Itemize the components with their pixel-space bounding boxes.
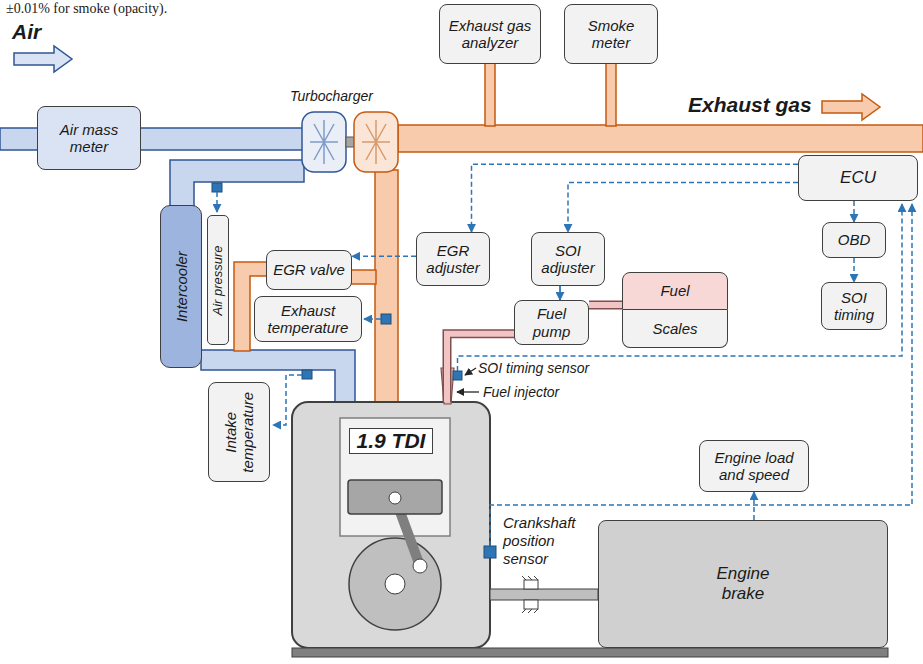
crank-pin — [413, 559, 427, 573]
bearing-hatch — [522, 576, 538, 613]
intercooler-box: Intercooler — [160, 205, 202, 368]
piston — [348, 480, 442, 514]
leader-arrow — [465, 368, 476, 375]
label-position: Crankshaft position sensor — [503, 514, 595, 568]
crank-journal — [385, 574, 405, 594]
annotation-label: Fuel injector — [483, 384, 559, 400]
box-label: Engine brake — [708, 564, 778, 603]
label-position: Exhaust gas — [688, 93, 812, 117]
instrument-box: OBD — [822, 222, 886, 258]
instrument-box: Engine load and speed — [699, 440, 809, 492]
signal-connector — [853, 201, 855, 222]
box-label: SOI timing — [827, 289, 881, 324]
signal-line — [364, 318, 381, 320]
test-bed-base — [292, 648, 888, 657]
box-label: EGR adjuster — [422, 242, 484, 277]
instrument-box: Exhaust temperature — [254, 296, 362, 342]
instrument-box: EGR adjuster — [416, 232, 490, 286]
box-label: Exhaust gas analyzer — [445, 17, 535, 52]
instrument-box: ECU — [798, 155, 918, 201]
box-label: Intercooler — [172, 210, 189, 363]
signal-connector — [568, 183, 798, 232]
annotation-label: Air — [12, 20, 41, 44]
cylinder-liner — [340, 418, 450, 536]
sensor — [484, 546, 496, 558]
exhaust-manifold-pipe — [375, 170, 398, 403]
box-label: EGR valve — [273, 261, 345, 278]
box-label: SOI adjuster — [537, 242, 599, 277]
signal-line — [458, 204, 903, 371]
crank-disc — [349, 538, 441, 630]
bearing — [524, 600, 538, 609]
fuel-line — [589, 302, 622, 308]
box-label: Intake temperature — [222, 387, 257, 477]
signal-connector — [853, 258, 855, 282]
annotation-label: Crankshaft position sensor — [503, 514, 595, 568]
instrument-box: EGR valve — [266, 250, 352, 290]
bearing — [524, 580, 538, 589]
leader-arrow — [457, 391, 479, 392]
sample-line — [485, 62, 495, 126]
engine-block: 1.9 TDI — [292, 402, 490, 648]
box-label: Exhaust temperature — [260, 302, 356, 337]
piston-pin — [389, 492, 401, 504]
annotation-label: Turbocharger — [290, 88, 373, 104]
box-label: Fuel pump — [520, 305, 583, 340]
engine-block — [292, 402, 490, 648]
signal-connector — [352, 256, 416, 258]
box-label: Air pressure — [211, 220, 226, 340]
sample-line — [606, 62, 616, 126]
label-position: Turbocharger — [290, 88, 373, 104]
turbine-housing — [354, 112, 398, 172]
turbine-wheel — [362, 120, 390, 164]
signal-line — [273, 375, 302, 425]
box-label: Air mass meter — [43, 121, 135, 156]
instrument-box: Smoke meter — [564, 4, 658, 64]
instrument-box: SOI adjuster — [531, 232, 605, 286]
charge-air-pipe — [170, 160, 304, 206]
drive-shaft — [490, 589, 598, 600]
egr-pipe — [350, 270, 376, 284]
label-position: ±0.01% for smoke (opacity). — [6, 1, 167, 17]
signal-connector — [472, 164, 799, 232]
label-position: Air — [12, 20, 41, 44]
instrument-box: Air mass meter — [37, 106, 141, 170]
box-label: OBD — [838, 231, 871, 248]
air-inlet-arrow — [14, 46, 72, 72]
compressor-wheel — [310, 120, 338, 164]
sensor — [453, 371, 462, 380]
instrument-box: Scales — [622, 310, 728, 348]
fuel-line-outline — [589, 301, 622, 310]
label-position: SOI timing sensor — [478, 360, 589, 376]
engine-brake-box: Engine brake — [598, 520, 888, 648]
box-label: Scales — [652, 320, 697, 337]
sensor — [381, 314, 391, 324]
instrument-box: Air pressure — [207, 215, 229, 345]
annotation-label: Exhaust gas — [688, 93, 812, 117]
box-label: Smoke meter — [570, 17, 652, 52]
instrument-box: Fuel pump — [514, 300, 589, 345]
signal-connector — [753, 492, 755, 520]
box-label: Engine load and speed — [705, 449, 803, 484]
signal-line — [216, 192, 218, 212]
signal-connector — [559, 286, 561, 300]
box-label: 1.9 TDI — [349, 428, 434, 454]
instrument-box: Exhaust gas analyzer — [439, 4, 541, 64]
sensor — [212, 183, 222, 192]
sensor — [302, 370, 312, 379]
turbo-shaft — [346, 137, 354, 147]
box-label: ECU — [840, 168, 876, 188]
exhaust-outlet-arrow — [822, 94, 880, 120]
instrument-box: Fuel — [622, 272, 728, 310]
annotation-label: SOI timing sensor — [478, 360, 589, 376]
compressor-housing — [302, 112, 346, 172]
label-position: Fuel injector — [483, 384, 559, 400]
box-label: Fuel — [660, 282, 689, 299]
instrument-box: Intake temperature — [208, 382, 270, 482]
annotation-label: ±0.01% for smoke (opacity). — [6, 1, 167, 17]
instrument-box: SOI timing — [821, 282, 887, 330]
exhaust-pipe — [398, 125, 923, 152]
